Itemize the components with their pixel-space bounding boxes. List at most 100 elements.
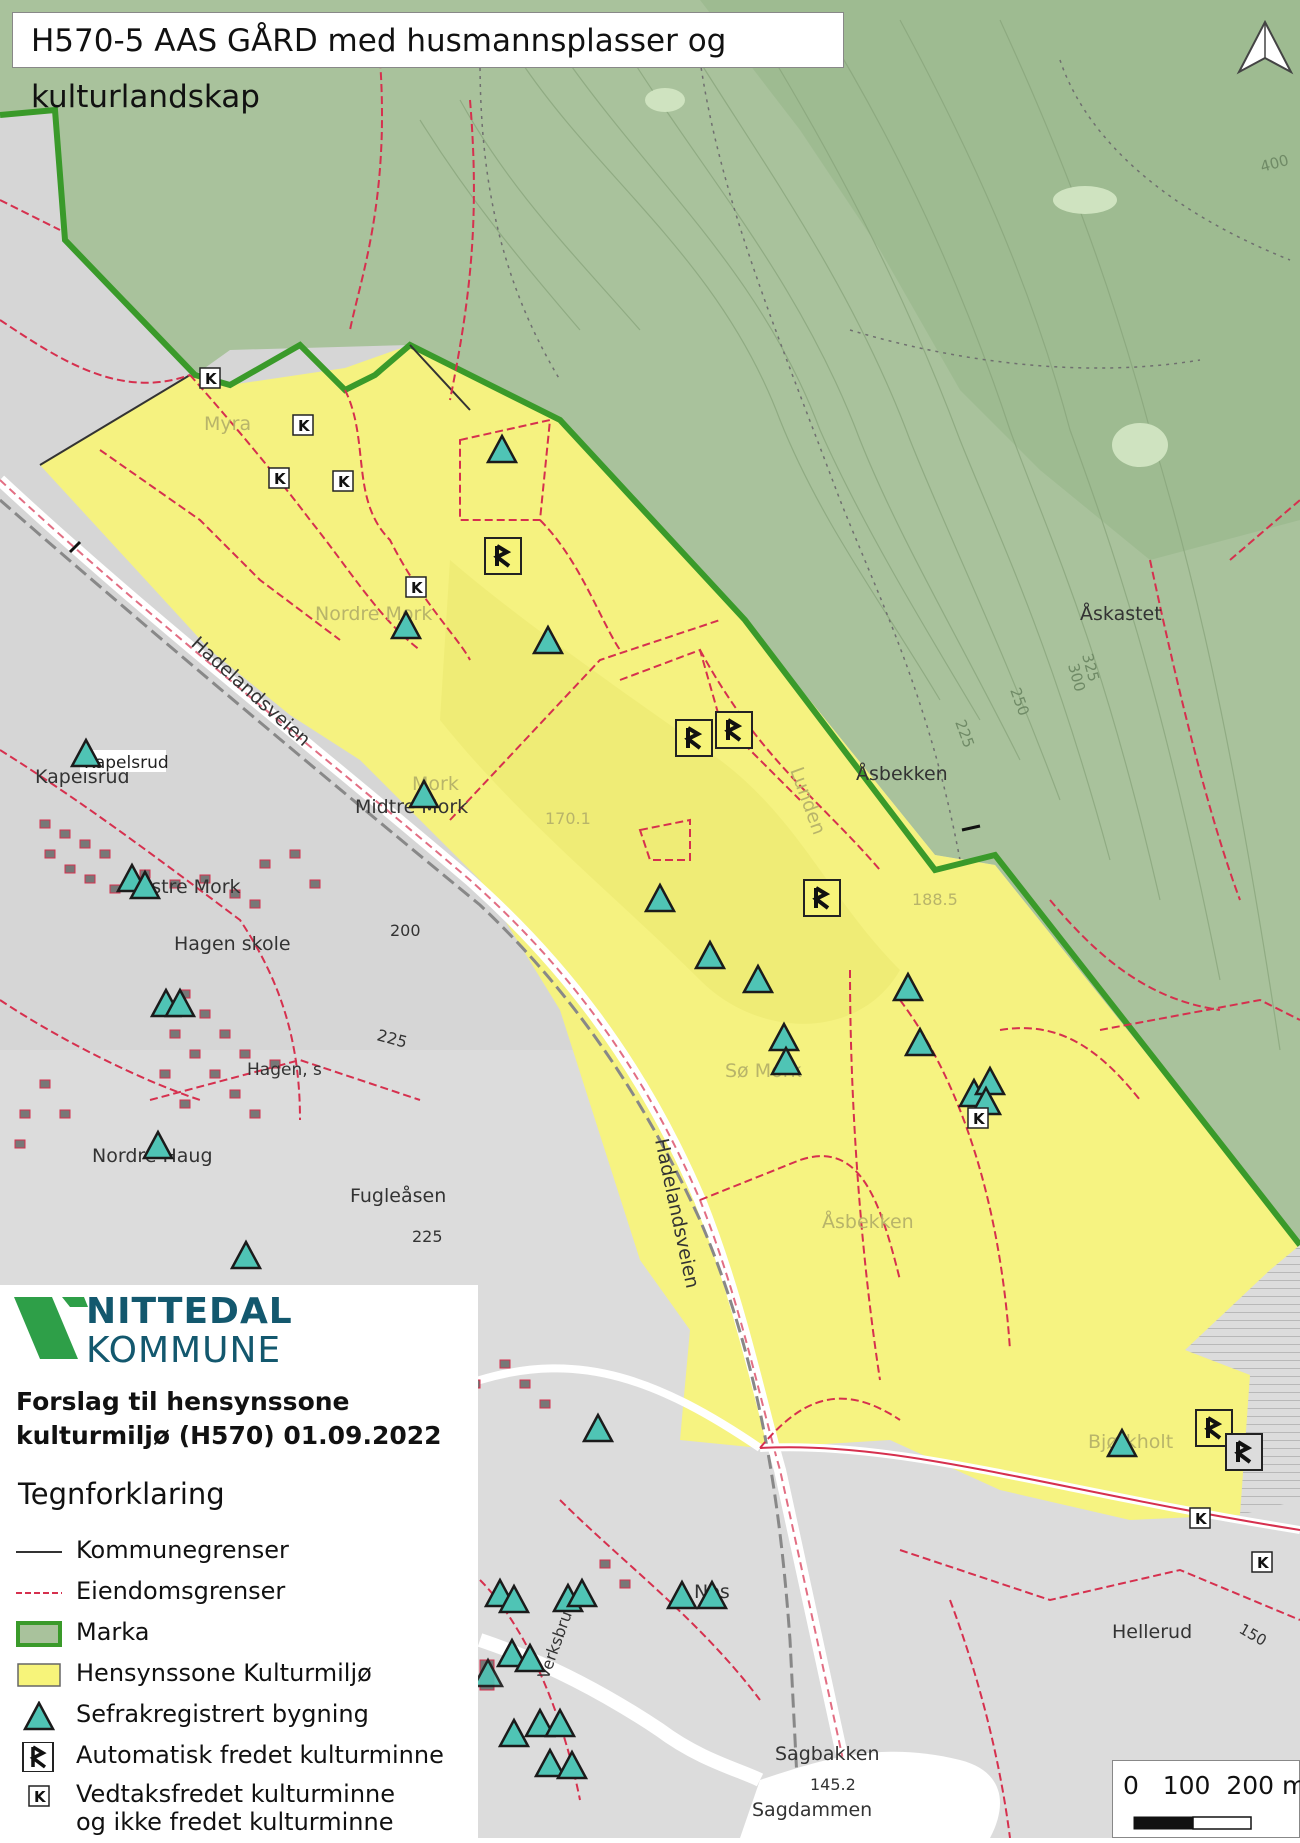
triangle-icon — [163, 987, 197, 1018]
legend-label: og ikke fredet kulturminne — [76, 1808, 394, 1836]
triangle-icon — [741, 963, 775, 994]
k-box-icon: K — [967, 1107, 989, 1129]
forest-area-dark — [700, 0, 1300, 560]
k-box-icon: K — [332, 470, 354, 492]
k-box-icon: K — [1189, 1507, 1211, 1529]
label-hellerud: Hellerud — [1112, 1621, 1192, 1643]
legend-label: Hensynssone Kulturmiljø — [76, 1659, 372, 1687]
legend-row-marka: Marka — [16, 1615, 476, 1653]
label-elev-170: 170.1 — [545, 809, 591, 828]
scale-label: 0 100 200 m — [1123, 1771, 1300, 1800]
triangle-icon — [128, 869, 162, 900]
label-elev-188: 188.5 — [912, 890, 958, 909]
marka-swatch-icon — [16, 1621, 62, 1647]
label-fugleasen: Fugleåsen — [350, 1184, 446, 1207]
legend-row-hensynssone: Hensynssone Kulturmiljø — [16, 1656, 476, 1694]
railway — [0, 498, 802, 1838]
map-title: H570-5 AAS GÅRD med husmannsplasser og k… — [31, 23, 727, 115]
property-line-icon — [16, 1592, 62, 1594]
automatic-monuments[interactable] — [484, 537, 1263, 1471]
kapelsrud-label: Kapelsrud — [84, 753, 169, 773]
label-hagen-skole: Hagen skole — [174, 933, 291, 955]
label-askastet: Åskastet — [1080, 602, 1162, 625]
road-ticks — [68, 540, 981, 832]
triangle-icon — [643, 882, 677, 913]
label-sagbakken: Sagbakken — [775, 1743, 880, 1765]
logo-text-nittedal: NITTEDAL — [86, 1291, 293, 1332]
contour-lines — [419, 19, 1281, 1051]
municipal-boundary — [39, 344, 471, 466]
label-elev-145: 145.2 — [810, 1775, 856, 1794]
label-bjorkholt: Bjørkholt — [1088, 1431, 1173, 1453]
triangle-icon — [407, 778, 441, 809]
label-c225-b: 225 — [412, 1227, 443, 1246]
triangle-icon — [497, 1583, 531, 1614]
legend-row-sefrak: Sefrakregistrert bygning — [16, 1697, 476, 1735]
legend-row-ikke-fredet: og ikke fredet kulturminne — [16, 1805, 476, 1843]
water-sagdammen — [740, 1751, 1000, 1838]
triangle-icon — [523, 1707, 557, 1738]
triangle-icon — [581, 1412, 615, 1443]
hatched-area — [1185, 1245, 1300, 1515]
triangle-icon — [695, 1579, 729, 1610]
north-arrow-icon — [1236, 19, 1294, 75]
triangle-icon — [891, 971, 925, 1002]
forest-trails — [479, 59, 1291, 861]
triangle-icon — [665, 1579, 699, 1610]
zone-swatch-icon — [17, 1663, 61, 1687]
legend-row-vedtaksfredet: K Vedtaksfredet kulturminne — [16, 1777, 476, 1815]
k-box-icon: K — [1251, 1551, 1273, 1573]
r-rune-icon — [675, 719, 713, 757]
svg-text:K: K — [1257, 1554, 1270, 1572]
legend-subtitle: Forslag til hensynssone kulturmiljø (H57… — [16, 1387, 442, 1450]
legend-row-kommunegrenser: Kommunegrenser — [16, 1533, 476, 1571]
k-box-icon: K — [199, 367, 221, 389]
label-asbekken-s: Åsbekken — [822, 1210, 914, 1233]
legend-row-eiendomsgrenser: Eiendomsgrenser — [16, 1574, 476, 1612]
decision-monuments[interactable]: K K K K K K K K — [199, 367, 1273, 1573]
zone-darker-fields — [440, 560, 900, 1024]
legend-panel: NITTEDAL KOMMUNE Forslag til hensynssone… — [0, 1285, 478, 1838]
logo-text-kommune: KOMMUNE — [86, 1330, 282, 1371]
triangle-icon — [22, 1701, 56, 1731]
triangle-icon — [69, 737, 103, 768]
map-title-box: H570-5 AAS GÅRD med husmannsplasser og k… — [12, 12, 844, 115]
svg-text:K: K — [274, 470, 287, 488]
place-labels: Myra Nordre Mork Hadelandsveien Kapelsru… — [35, 151, 1291, 1821]
label-nordre-mork: Nordre Mork — [315, 603, 432, 625]
triangle-icon — [497, 1717, 531, 1748]
r-rune-icon — [484, 537, 522, 575]
triangle-icon — [485, 433, 519, 464]
label-asbekken-ne: Åsbekken — [856, 762, 948, 785]
triangle-icon — [533, 1747, 567, 1778]
label-myra: Myra — [204, 413, 251, 435]
triangle-icon — [229, 1239, 263, 1270]
scale-bar: 0 100 200 m — [1112, 1760, 1300, 1838]
road-hadelandsveien-edge — [0, 479, 861, 1838]
k-box-icon: K — [268, 467, 290, 489]
label-hagen-s: Hagen, s — [247, 1060, 322, 1080]
triangle-icon — [903, 1026, 937, 1057]
svg-text:K: K — [411, 579, 424, 597]
triangle-icon — [141, 1129, 175, 1160]
legend-label: Sefrakregistrert bygning — [76, 1700, 369, 1728]
svg-text:K: K — [205, 370, 218, 388]
sefrak-triangles[interactable] — [69, 433, 1139, 1780]
lake-1 — [1053, 186, 1117, 214]
svg-text:K: K — [338, 473, 351, 491]
lake-2 — [1112, 423, 1168, 467]
triangle-icon — [565, 1577, 599, 1608]
label-sagdammen: Sagdammen — [752, 1799, 872, 1821]
triangle-icon — [555, 1749, 589, 1780]
triangle-icon — [513, 1642, 547, 1673]
r-rune-icon — [715, 711, 753, 749]
triangle-icon — [389, 609, 423, 640]
triangle-icon — [495, 1637, 529, 1668]
triangle-icon — [543, 1707, 577, 1738]
legend-row-automatic: Automatisk fredet kulturminne — [16, 1738, 476, 1776]
legend-label: Automatisk fredet kulturminne — [76, 1741, 444, 1769]
k-box-icon: K — [28, 1785, 50, 1807]
marka-border — [0, 106, 1300, 1247]
triangle-icon — [471, 1657, 505, 1688]
